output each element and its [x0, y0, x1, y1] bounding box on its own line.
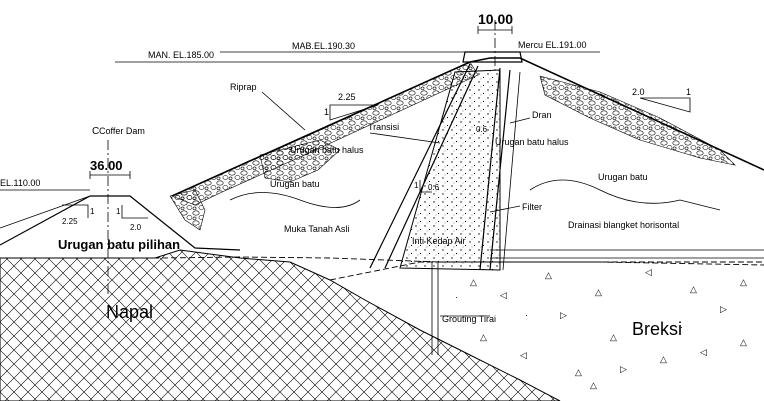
slope-cof-left-h: 2.25: [62, 217, 78, 226]
drain-line: [502, 71, 521, 271]
slope-cof-left-v: 1: [90, 207, 95, 216]
riprap-label: Riprap: [230, 82, 257, 92]
elevation-man-label: MAN. EL.185.00: [148, 50, 214, 60]
leader-riprap: [261, 91, 306, 131]
svg-text:△: △: [545, 270, 552, 280]
grouting-curtain: [431, 262, 439, 355]
filter-line-2: [489, 69, 511, 271]
slope-upstream-h: 2.25: [338, 92, 356, 102]
svg-text:△: △: [610, 332, 617, 342]
svg-text:·: ·: [680, 322, 683, 332]
breksi-label: Breksi: [632, 319, 682, 339]
leader-dran: [509, 117, 531, 124]
slope-cof-right-v: 1: [116, 207, 121, 216]
downstream-rock-band: [539, 75, 736, 166]
slope-upstream-v: 1: [324, 107, 329, 117]
cofferdam-symbol: C: [92, 126, 99, 137]
svg-text:·: ·: [525, 310, 528, 320]
urugan-batu-halus-us-label: Urugan batu halus: [290, 145, 364, 155]
svg-text:◁: ◁: [700, 347, 707, 357]
svg-text:△: △: [470, 277, 477, 287]
inti-kedap-air-label: Inti Kedap Air: [412, 236, 466, 246]
svg-text:◁: ◁: [645, 267, 652, 277]
svg-text:△: △: [690, 284, 697, 294]
svg-text:◁: ◁: [500, 290, 507, 300]
slope-triangle-upstream: [329, 104, 379, 121]
elevation-mercu-label: Mercu EL.191.00: [518, 40, 587, 50]
leader-filter: [489, 205, 521, 213]
coffer-rock-cluster: [169, 189, 206, 231]
muka-tanah-asli-label: Muka Tanah Asli: [284, 224, 349, 234]
breksi-texture: △ ◁ △ ▷ △ △ ◁ △ ▷ △ △ ◁ △ ▷ △ ◁ △ △ · · ·: [455, 267, 747, 390]
crest-width-dimension: [477, 26, 513, 34]
svg-text:△: △: [660, 354, 667, 364]
svg-text:▷: ▷: [620, 364, 627, 374]
napal-hatched-foundation: [0, 249, 561, 401]
svg-text:△: △: [480, 332, 487, 342]
coffer-dam-left-slope-extension: [0, 195, 91, 229]
downstream-contour: [529, 179, 721, 211]
slope-core-v: 1: [414, 181, 419, 190]
slope-downstream-h: 2.0: [632, 87, 645, 97]
urugan-batu-halus-ds-label: Urugan batu halus: [495, 137, 569, 147]
svg-text:△: △: [740, 277, 747, 287]
cofferdam-width-label: 36.00: [90, 158, 123, 173]
filter-line-1: [479, 67, 501, 271]
svg-text:△: △: [575, 367, 582, 377]
coffer-dam-outline: [0, 195, 241, 251]
urugan-batu-pilihan-label: Urugan batu pilihan: [58, 237, 180, 252]
svg-text:△: △: [595, 287, 602, 297]
filter-label: Filter: [522, 202, 542, 212]
cofferdam-label: Coffer Dam: [99, 126, 145, 136]
elevation-mab-label: MAB.EL.190.30: [292, 41, 355, 51]
drainase-label: Drainasi blangket horisontal: [568, 220, 679, 230]
slope-core-label-1: 0.6: [476, 125, 488, 134]
grouting-tirai-label: Grouting Tirai: [442, 314, 496, 324]
slope-triangle-cof-left: [62, 204, 89, 218]
upstream-rock-cluster: [259, 139, 341, 183]
crest-block: [462, 51, 523, 63]
slope-cof-right-h: 2.0: [130, 223, 142, 232]
urugan-batu-us-label: Urugan batu: [270, 179, 320, 189]
svg-text:△: △: [590, 380, 597, 390]
svg-text:▷: ▷: [560, 310, 567, 320]
impervious-core: [399, 69, 501, 271]
elevation-left-label: EL.110.00: [0, 178, 40, 188]
svg-text:△: △: [740, 337, 747, 347]
slope-downstream-v: 1: [686, 87, 691, 97]
transition-zone-line-1: [369, 63, 471, 269]
transition-zone-line-2: [384, 65, 479, 269]
napal-label: Napal: [106, 302, 153, 322]
slope-triangle-cof-right: [121, 205, 148, 219]
leader-transisi: [369, 132, 441, 144]
upstream-contour: [229, 192, 361, 208]
svg-text:▷: ▷: [720, 304, 727, 314]
slope-triangle-core: [419, 180, 432, 193]
svg-text:◁: ◁: [520, 350, 527, 360]
slope-core-label-2: 0.6: [428, 183, 440, 192]
crest-width-label: 10.00: [478, 11, 513, 27]
transisi-label: Transisi: [368, 122, 399, 132]
cofferdam-width-dimension: [89, 171, 131, 179]
urugan-batu-ds-label: Urugan batu: [598, 172, 648, 182]
dran-label: Dran: [532, 110, 552, 120]
svg-text:·: ·: [455, 292, 458, 302]
slope-triangle-downstream: [639, 97, 691, 113]
